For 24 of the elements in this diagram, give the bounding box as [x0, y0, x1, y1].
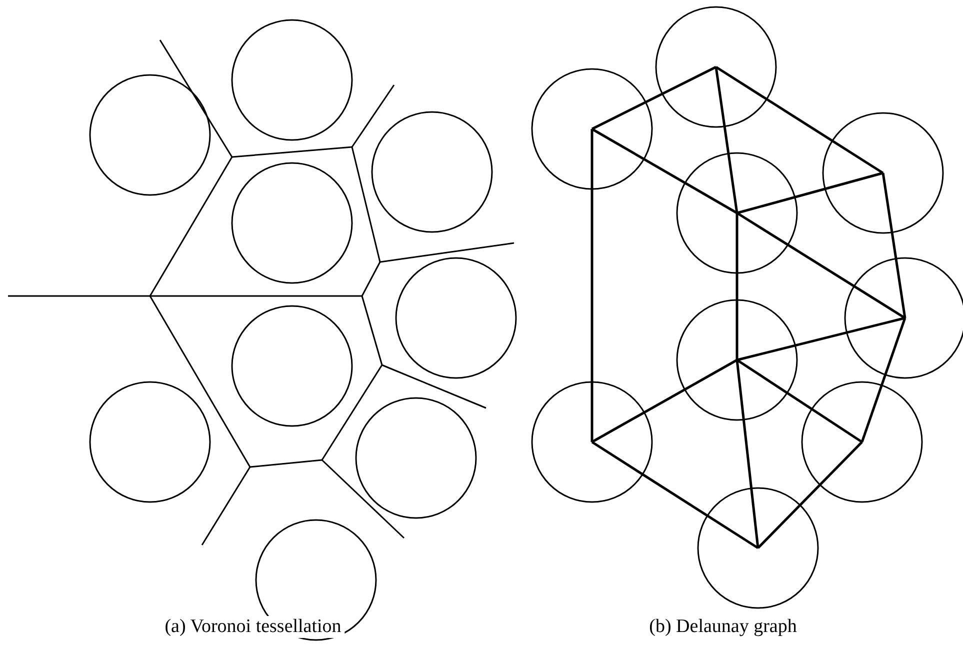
- graph-edge: [736, 212, 906, 320]
- circle-node: [655, 6, 777, 128]
- graph-edge: [757, 441, 863, 549]
- circle-node: [697, 487, 819, 609]
- graph-edge: [736, 358, 863, 444]
- graph-edge: [882, 172, 906, 318]
- graph-edge: [591, 128, 738, 214]
- graph-edge: [591, 440, 759, 550]
- graph-edge: [715, 66, 884, 174]
- circle-node: [676, 152, 798, 274]
- graph-edge: [591, 358, 738, 444]
- graph-edge: [860, 318, 906, 442]
- graph-edge: [736, 213, 738, 360]
- graph-edge: [736, 316, 906, 362]
- graph-edge: [590, 129, 594, 442]
- graph-edge: [591, 66, 717, 130]
- circle-node: [531, 68, 653, 190]
- circle-node: [822, 112, 944, 234]
- graph-edge: [736, 360, 760, 548]
- graph-edge: [736, 172, 884, 214]
- circle-node: [676, 299, 798, 421]
- circle-node: [531, 381, 653, 503]
- graph-edge: [714, 66, 738, 214]
- circle-node: [801, 381, 923, 503]
